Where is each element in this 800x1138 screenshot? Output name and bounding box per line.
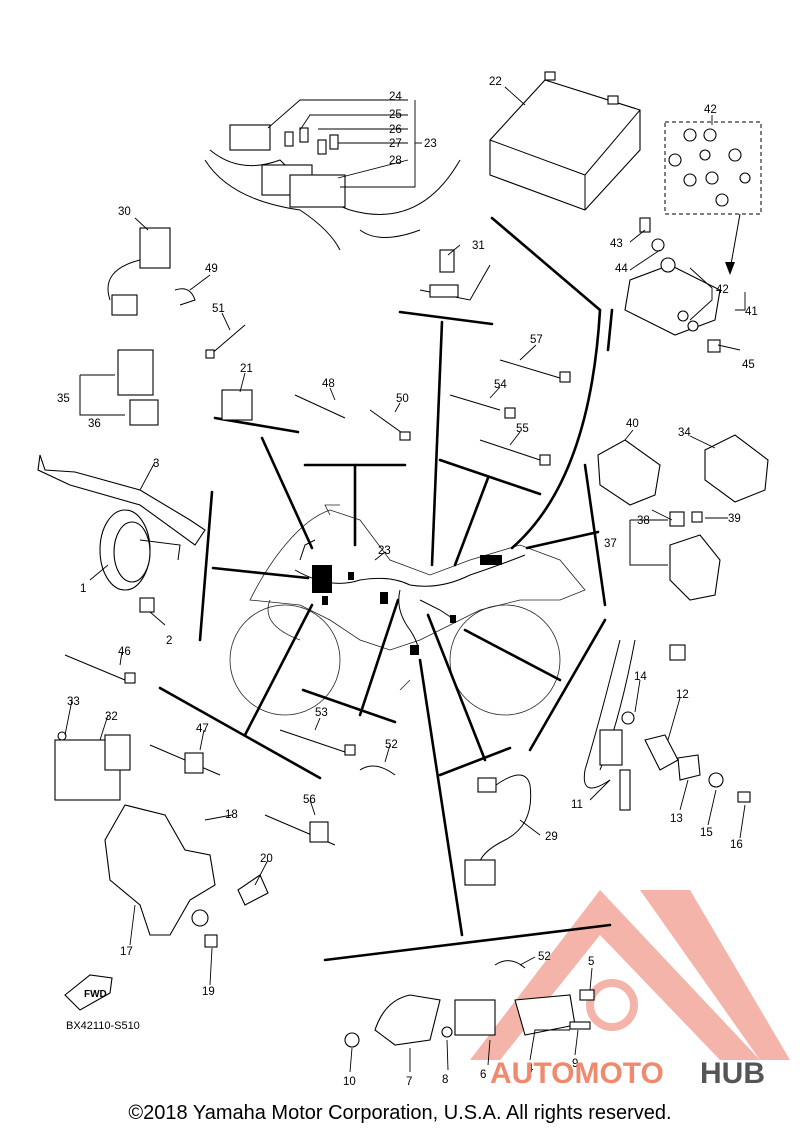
callout-4: 4 [527,1063,534,1075]
callout-5: 5 [588,956,594,968]
callout-6: 6 [480,1069,486,1081]
watermark-text: AUTOMOTO HUB [490,1057,765,1090]
callout-7: 7 [406,1076,412,1088]
callout-37: 37 [604,538,617,550]
callout-52-bottom: 52 [538,951,551,963]
callout-45: 45 [742,359,755,371]
callout-42-top: 42 [704,104,717,116]
callout-49: 49 [205,263,218,275]
callout-19: 19 [202,986,215,998]
callout-51: 51 [212,303,225,315]
battery [489,71,641,211]
callout-23-top: 23 [424,138,437,150]
callout-56: 56 [303,794,316,806]
callout-31: 31 [472,240,485,252]
leader-lines [64,86,746,1073]
callout-54: 54 [494,379,507,391]
copyright-notice: ©2018 Yamaha Motor Corporation, U.S.A. A… [128,1102,672,1124]
callout-57: 57 [530,334,543,346]
wire-harness [294,539,526,656]
pointer-lines [158,216,614,962]
callout-1: 1 [80,583,86,595]
rectifier-regulator [54,731,131,801]
callout-46: 46 [118,646,131,658]
callout-35: 35 [57,393,70,405]
callout-33: 33 [67,696,80,708]
ecu-unit [624,217,721,353]
callout-16: 16 [730,839,743,851]
relays [79,349,159,426]
sensor-lead [464,774,532,886]
callout-34: 34 [678,427,691,439]
callout-53: 53 [315,707,328,719]
callout-14: 14 [634,671,647,683]
callout-12: 12 [676,689,689,701]
fwd-arrow: FWD [64,974,113,1011]
right-relays [597,434,769,601]
callout-44: 44 [615,263,628,275]
callout-3: 3 [153,458,159,470]
callout-40: 40 [626,418,639,430]
callout-labels: 24 25 26 27 23 28 22 42 43 44 42 41 45 3… [57,76,758,1088]
callout-13: 13 [670,813,683,825]
speed-sensor [583,639,751,811]
cable-ties [205,324,571,466]
horn [37,454,206,613]
callout-39: 39 [728,513,741,525]
callout-15: 15 [700,827,713,839]
callout-41: 41 [745,306,758,318]
callout-42: 42 [716,284,729,296]
callout-9: 9 [572,1058,578,1070]
callout-25: 25 [389,109,402,121]
callout-21: 21 [240,363,253,375]
motorcycle-outline [229,504,586,716]
callout-30: 30 [118,206,131,218]
callout-18: 18 [225,809,238,821]
watermark-logo [470,890,790,1060]
callout-48: 48 [322,378,335,390]
callout-11: 11 [571,799,583,811]
callout-23: 23 [378,545,391,557]
callout-32: 32 [105,711,118,723]
lower-sensor-group [344,960,595,1048]
grommet-kit [664,121,762,275]
callout-17: 17 [120,946,133,958]
callout-29: 29 [545,831,558,843]
callout-52: 52 [385,739,398,751]
callout-2: 2 [166,635,172,647]
diagram-code: BX42110-S510 [66,1020,140,1032]
callout-55: 55 [516,423,529,435]
sensor-cable [107,227,196,316]
callout-50: 50 [396,393,409,405]
watermark-main: AUTOMOTO [490,1057,664,1090]
ground-cable [419,249,491,301]
callout-26: 26 [389,124,402,136]
watermark-accent: HUB [700,1057,765,1090]
callout-43: 43 [610,238,623,250]
callout-27: 27 [389,138,402,150]
callout-22: 22 [489,76,502,88]
callout-36: 36 [88,418,101,430]
callout-8: 8 [442,1074,448,1086]
mount-bracket [104,804,269,948]
lower-cable-ties [64,654,396,846]
callout-47: 47 [196,723,209,735]
callout-24: 24 [389,91,402,103]
fuse-box [204,124,461,251]
fwd-label: FWD [84,989,107,1000]
callout-10: 10 [343,1076,356,1088]
callout-28: 28 [389,155,402,167]
callout-20: 20 [260,853,273,865]
callout-38: 38 [637,515,650,527]
